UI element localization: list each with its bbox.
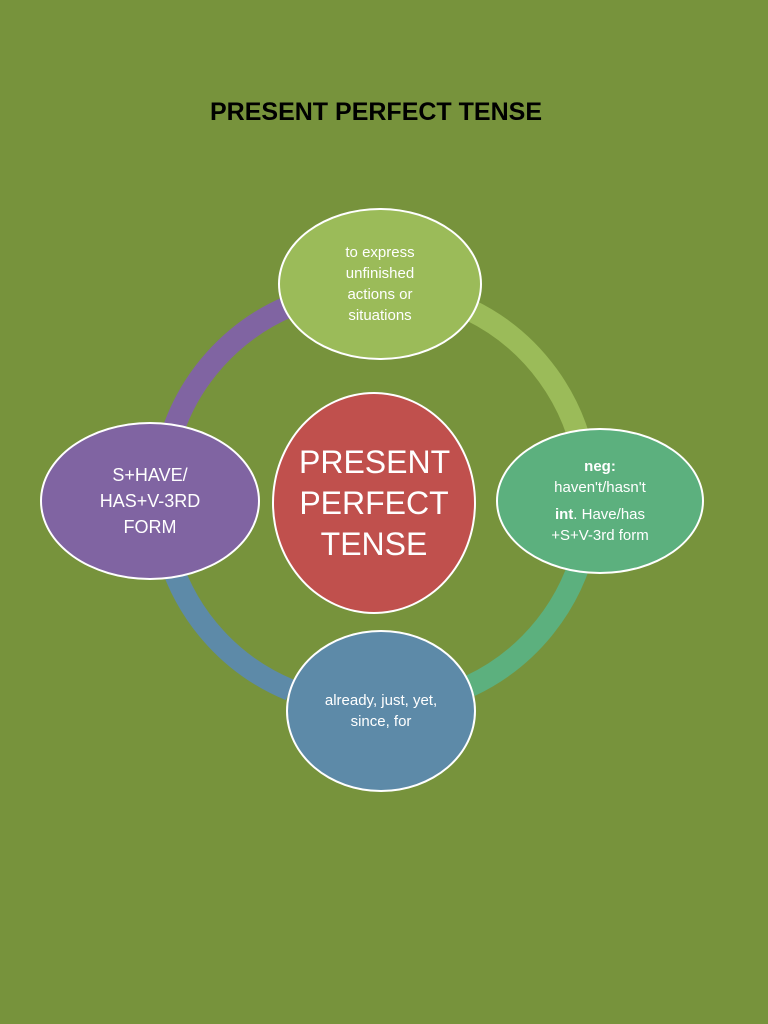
node-center: PRESENT PERFECT TENSE — [272, 392, 476, 614]
int-label: int — [554, 506, 574, 523]
ring-segment-bottom-left — [159, 556, 295, 701]
node-center-text: PRESENT PERFECT TENSE — [299, 443, 451, 562]
neg-label: neg: — [584, 458, 616, 475]
node-negative-interrogative: neg: haven't/hasn't int. Have/has +S+V-3… — [496, 428, 704, 574]
node-usage: to express unfinished actions or situati… — [278, 208, 482, 360]
node-time-words: already, just, yet, since, for — [286, 630, 476, 792]
page-title: PRESENT PERFECT TENSE — [210, 98, 542, 126]
int-text: . Have/has — [573, 506, 646, 523]
int-text-2: +S+V-3rd form — [551, 527, 649, 544]
node-time-words-text: already, just, yet, since, for — [324, 692, 438, 730]
neg-text: haven't/hasn't — [554, 479, 646, 496]
ring-segment-left-top — [159, 295, 295, 444]
node-structure: S+HAVE/ HAS+V-3RD FORM — [40, 422, 260, 580]
node-structure-text: S+HAVE/ HAS+V-3RD FORM — [99, 465, 201, 537]
node-usage-text: to express unfinished actions or situati… — [345, 244, 415, 324]
